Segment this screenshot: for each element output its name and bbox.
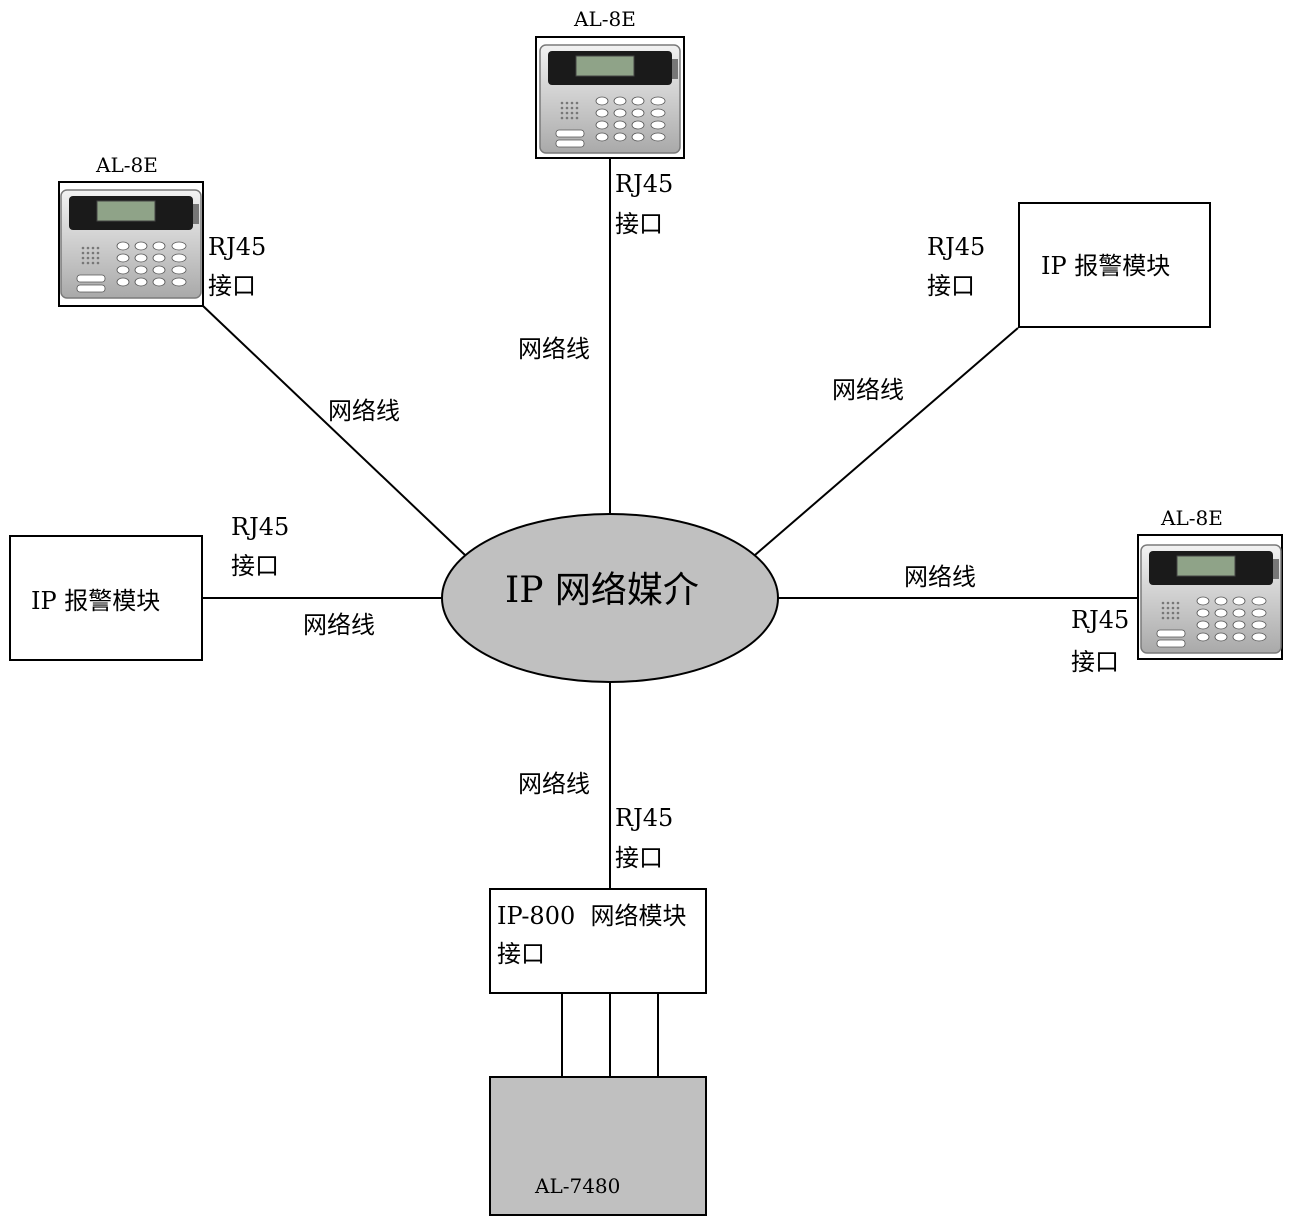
link-left-keypad [201, 304, 466, 556]
port-suffix-left-alarm: 接口 [231, 552, 279, 580]
port-label-left-alarm: RJ45 [231, 513, 290, 541]
port-label-right-alarm: RJ45 [927, 233, 986, 261]
ip800-label-line2: 接口 [497, 940, 545, 968]
alarm-module-right-label: IP 报警模块 [1041, 252, 1171, 280]
ip800-module: IP-800 网络模块 接口 [489, 888, 707, 994]
link-right-alarm-module [754, 327, 1019, 556]
cable-label-left-keypad: 网络线 [328, 397, 400, 425]
port-suffix-right-alarm: 接口 [927, 272, 975, 300]
keypad-image-top [539, 44, 681, 154]
port-suffix-left-keypad: 接口 [208, 272, 256, 300]
port-label-right-keypad: RJ45 [1071, 606, 1130, 634]
port-label-top: RJ45 [615, 170, 674, 198]
port-label-left-keypad: RJ45 [208, 233, 267, 261]
cable-label-ip800: 网络线 [518, 770, 590, 798]
al7480-panel: AL-7480 [489, 1076, 707, 1216]
model-label-left: AL-8E [96, 153, 158, 177]
cable-label-right-keypad: 网络线 [904, 563, 976, 591]
port-suffix-top: 接口 [615, 210, 663, 238]
alarm-module-left-label: IP 报警模块 [31, 587, 161, 615]
keypad-image-right [1140, 544, 1282, 654]
port-label-ip800: RJ45 [615, 804, 674, 832]
cable-label-right-alarm: 网络线 [832, 376, 904, 404]
ip800-label-line1: IP-800 网络模块 [497, 902, 687, 930]
model-label-top: AL-8E [574, 7, 636, 31]
port-suffix-right-keypad: 接口 [1071, 648, 1119, 676]
cable-label-top: 网络线 [518, 335, 590, 363]
model-label-right: AL-8E [1161, 506, 1223, 530]
ip-network-label: IP 网络媒介 [505, 570, 699, 611]
ip-network-ellipse [441, 513, 779, 683]
port-suffix-ip800: 接口 [615, 844, 663, 872]
alarm-module-right: IP 报警模块 [1018, 202, 1211, 328]
cable-label-left-alarm: 网络线 [303, 611, 375, 639]
alarm-module-left: IP 报警模块 [9, 535, 203, 661]
keypad-image-left [60, 189, 202, 299]
al7480-label: AL-7480 [535, 1174, 621, 1198]
